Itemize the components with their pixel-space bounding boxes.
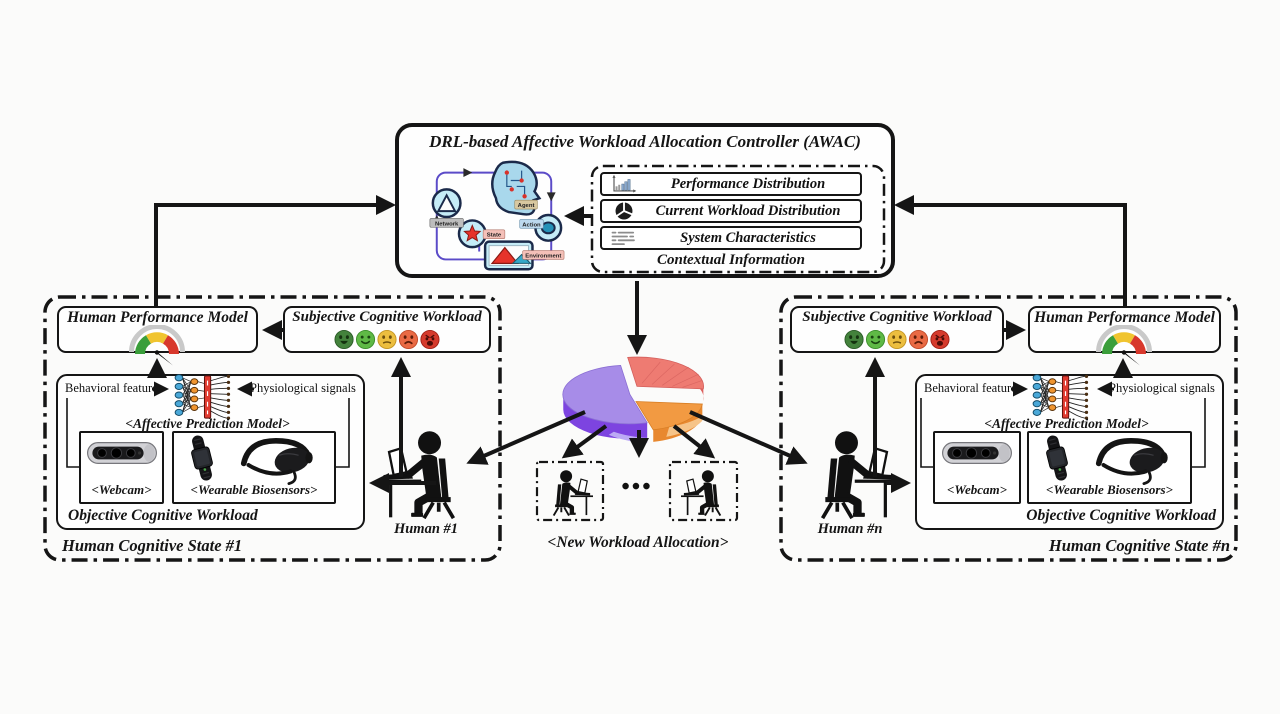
right-subjective-workload-title: Subjective Cognitive Workload bbox=[802, 309, 992, 325]
context-row-system: System Characteristics bbox=[600, 226, 862, 250]
context-row-performance-label: Performance Distribution bbox=[670, 175, 826, 192]
drl-agent-diagram bbox=[420, 156, 568, 278]
workload-pie-chart bbox=[553, 350, 723, 451]
context-row-workload-label: Current Workload Distribution bbox=[655, 202, 841, 219]
smartwatch-icon bbox=[188, 434, 216, 482]
arrow-right-performance-to-awac bbox=[894, 195, 1127, 306]
new-workload-allocation-label: <New Workload Allocation> bbox=[547, 534, 729, 551]
head-sensor-icon bbox=[232, 436, 320, 486]
left-panel-title: Human Cognitive State #1 bbox=[62, 536, 243, 555]
right-webcam-label: <Webcam> bbox=[946, 482, 1008, 497]
human-1-label: Human #1 bbox=[393, 521, 459, 537]
ellipsis-dots: ••• bbox=[621, 474, 653, 500]
context-row-workload: Current Workload Distribution bbox=[600, 199, 862, 223]
arrow-left-performance-to-awac bbox=[154, 195, 396, 306]
human-n-icon bbox=[806, 426, 898, 524]
human-1-icon bbox=[378, 426, 470, 524]
right-objective-caption: Objective Cognitive Workload bbox=[1026, 507, 1216, 524]
context-row-performance: Performance Distribution bbox=[600, 172, 862, 196]
allocated-human-left-icon bbox=[543, 469, 595, 517]
neural-network-icon bbox=[172, 372, 234, 422]
right-panel-title: Human Cognitive State #n bbox=[1048, 536, 1230, 555]
emotion-scale-icons bbox=[313, 329, 461, 350]
neural-network-icon bbox=[1030, 372, 1092, 422]
head-sensor-icon bbox=[1087, 436, 1175, 486]
gauge-icon bbox=[1094, 325, 1154, 367]
right-prediction-model-label: <Affective Prediction Model> bbox=[984, 416, 1149, 431]
left-subjective-workload-title: Subjective Cognitive Workload bbox=[292, 309, 482, 325]
context-row-system-label: System Characteristics bbox=[680, 229, 816, 246]
gauge-icon bbox=[127, 325, 187, 367]
emotion-scale-icons bbox=[823, 329, 971, 350]
right-biosensors-label: <Wearable Biosensors> bbox=[1046, 482, 1173, 497]
right-behavioral-features-label: Behavioral features bbox=[924, 381, 1022, 395]
awac-title: DRL-based Affective Workload Allocation … bbox=[429, 132, 861, 151]
drl-diagram-icon bbox=[420, 156, 568, 278]
list-icon bbox=[608, 228, 640, 248]
human-n-label: Human #n bbox=[817, 521, 883, 537]
allocated-human-right-icon bbox=[679, 469, 731, 517]
left-physiological-signals-label: Physiological signals bbox=[250, 381, 356, 395]
contextual-information-caption: Contextual Information bbox=[657, 252, 805, 268]
webcam-icon bbox=[941, 440, 1013, 466]
left-webcam-label: <Webcam> bbox=[91, 482, 152, 497]
webcam-icon bbox=[86, 440, 158, 466]
left-biosensors-label: <Wearable Biosensors> bbox=[190, 482, 318, 497]
left-behavioral-features-label: Behavioral features bbox=[65, 381, 163, 395]
bar-chart-icon bbox=[606, 174, 642, 194]
right-physiological-signals-label: Physiological signals bbox=[1109, 381, 1215, 395]
left-prediction-model-label: <Affective Prediction Model> bbox=[125, 416, 290, 431]
smartwatch-icon bbox=[1043, 434, 1071, 482]
left-objective-caption: Objective Cognitive Workload bbox=[68, 507, 258, 524]
pie-chart-icon bbox=[614, 201, 634, 221]
